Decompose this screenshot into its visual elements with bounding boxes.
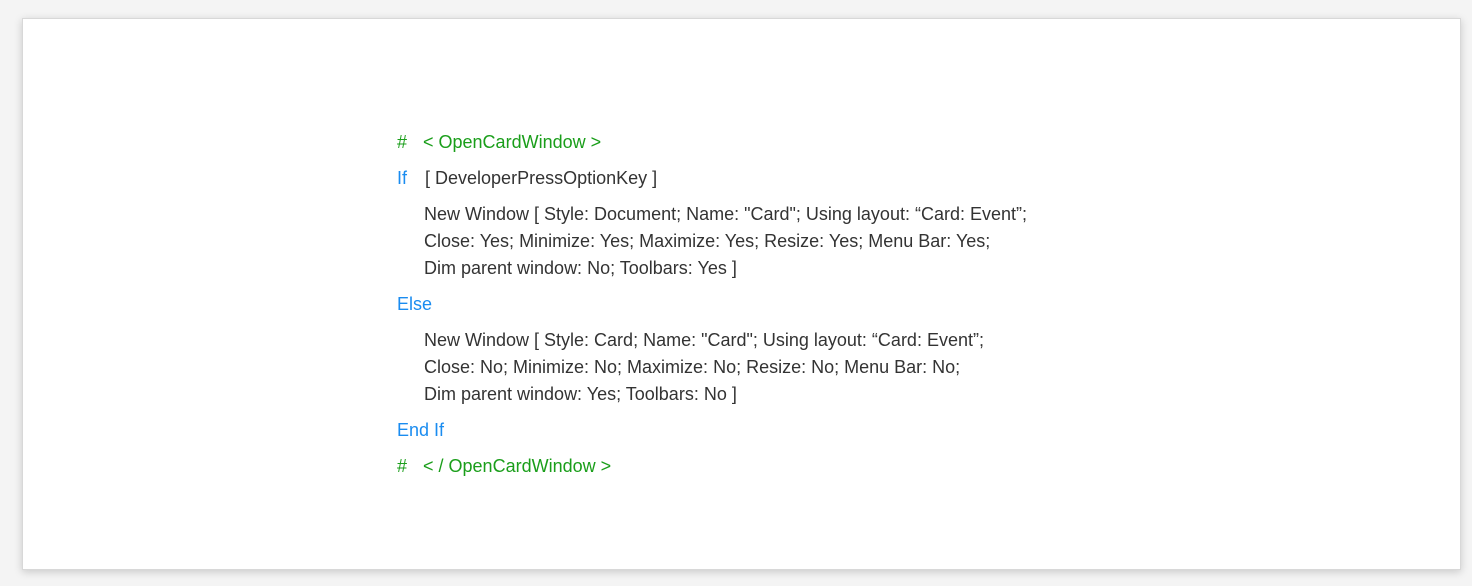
step-text-line: Dim parent window: Yes; Toolbars: No ] — [424, 384, 737, 404]
script-step-new-window-document[interactable]: New Window [ Style: Document; Name: "Car… — [424, 201, 1027, 282]
step-text-line: New Window [ Style: Document; Name: "Car… — [424, 204, 1027, 224]
script-step-end-if[interactable]: End If — [397, 417, 444, 444]
if-keyword: If — [397, 168, 408, 188]
comment-text: < / OpenCardWindow > — [423, 456, 612, 476]
script-step-comment-close[interactable]: # < / OpenCardWindow > — [397, 453, 611, 480]
step-text-line: New Window [ Style: Card; Name: "Card"; … — [424, 330, 984, 350]
step-text-line: Close: No; Minimize: No; Maximize: No; R… — [424, 357, 961, 377]
if-condition: [ DeveloperPressOptionKey ] — [425, 168, 658, 188]
comment-hash: # — [397, 132, 408, 152]
script-step-new-window-card[interactable]: New Window [ Style: Card; Name: "Card"; … — [424, 327, 984, 408]
step-text-line: Close: Yes; Minimize: Yes; Maximize: Yes… — [424, 231, 991, 251]
script-step-comment-open[interactable]: # < OpenCardWindow > — [397, 129, 601, 156]
comment-hash: # — [397, 456, 408, 476]
step-text-line: Dim parent window: No; Toolbars: Yes ] — [424, 258, 737, 278]
script-step-if[interactable]: If [ DeveloperPressOptionKey ] — [397, 165, 657, 192]
script-step-else[interactable]: Else — [397, 291, 432, 318]
comment-text: < OpenCardWindow > — [423, 132, 602, 152]
script-panel: # < OpenCardWindow > If [ DeveloperPressOp… — [22, 18, 1461, 570]
end-if-keyword: End If — [397, 420, 445, 440]
else-keyword: Else — [397, 294, 433, 314]
